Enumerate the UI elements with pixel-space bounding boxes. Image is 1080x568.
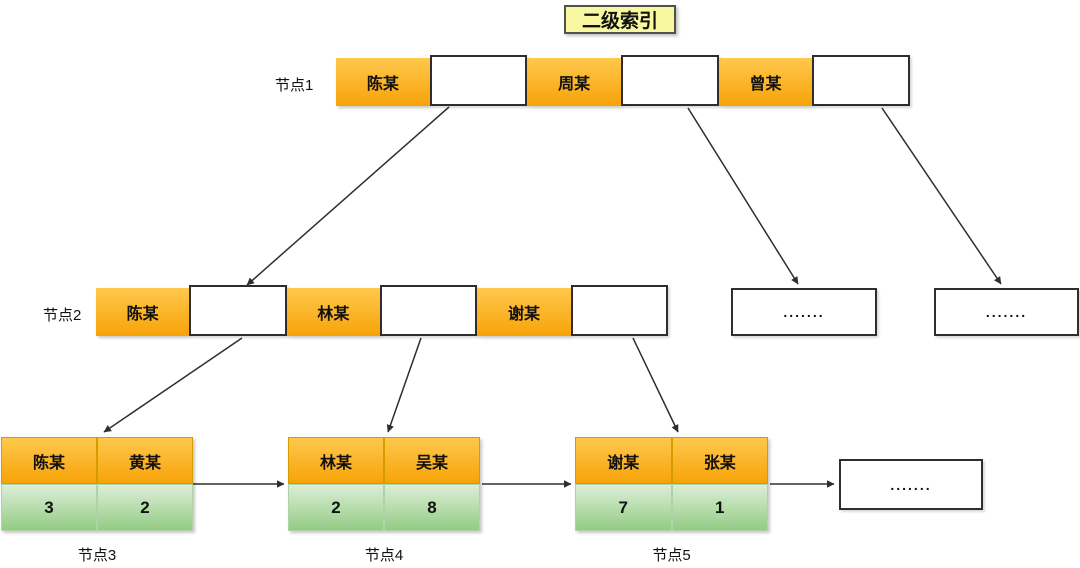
ellipsis-box-level2-right: ....... (934, 288, 1079, 336)
value-cell: 2 (97, 484, 193, 531)
arrow-node1-to-ellipsis-left (687, 107, 799, 285)
leaf-node-5-label: 节点5 (652, 547, 691, 564)
pointer-cell (621, 55, 719, 106)
arrow-node1-to-ellipsis-right (881, 107, 1002, 285)
leaf-node-3-label: 节点3 (77, 547, 117, 564)
pointer-cell (812, 55, 911, 106)
key-cell: 曾某 (718, 58, 813, 106)
pointer-cell (379, 285, 478, 336)
arrow-node1-to-node2 (246, 106, 450, 286)
key-cell: 黄某 (97, 437, 193, 484)
pointer-cell (570, 285, 668, 336)
arrow-node2-to-node4 (386, 337, 422, 433)
leaf-node-3: 陈某 黄某 3 2 (1, 437, 193, 531)
pointer-cell (189, 285, 287, 336)
page-title: 二级索引 (564, 5, 676, 34)
leaf-node-5: 谢某 张某 7 1 (575, 437, 768, 531)
pointer-cell (429, 55, 528, 106)
key-cell: 陈某 (96, 288, 190, 336)
ellipsis-box-level2-left: ....... (731, 288, 877, 336)
leaf-node-4-label: 节点4 (364, 547, 404, 564)
key-cell: 陈某 (336, 58, 430, 106)
value-cell: 1 (671, 484, 768, 531)
ellipsis-box-leaf: ....... (839, 459, 983, 510)
node2-row: 陈某 林某 谢某 (96, 285, 668, 336)
key-cell: 吴某 (384, 437, 480, 484)
arrow-node2-to-node3 (103, 337, 243, 433)
key-cell: 周某 (527, 58, 622, 106)
value-cell: 8 (384, 484, 480, 531)
arrow-node2-to-node5 (632, 337, 679, 433)
value-cell: 2 (288, 484, 384, 531)
leaf-node-4: 林某 吴某 2 8 (288, 437, 480, 531)
key-cell: 张某 (671, 437, 768, 484)
value-cell: 3 (1, 484, 97, 531)
page-title-text: 二级索引 (581, 11, 658, 32)
key-cell: 谢某 (575, 437, 672, 484)
key-cell: 林某 (288, 437, 384, 484)
node2-label: 节点2 (43, 307, 82, 324)
key-cell: 陈某 (1, 437, 97, 484)
key-cell: 林某 (286, 288, 380, 336)
key-cell: 谢某 (477, 288, 571, 336)
node1-label: 节点1 (275, 77, 314, 94)
value-cell: 7 (575, 484, 672, 531)
node1-row: 陈某 周某 曾某 (336, 55, 911, 106)
